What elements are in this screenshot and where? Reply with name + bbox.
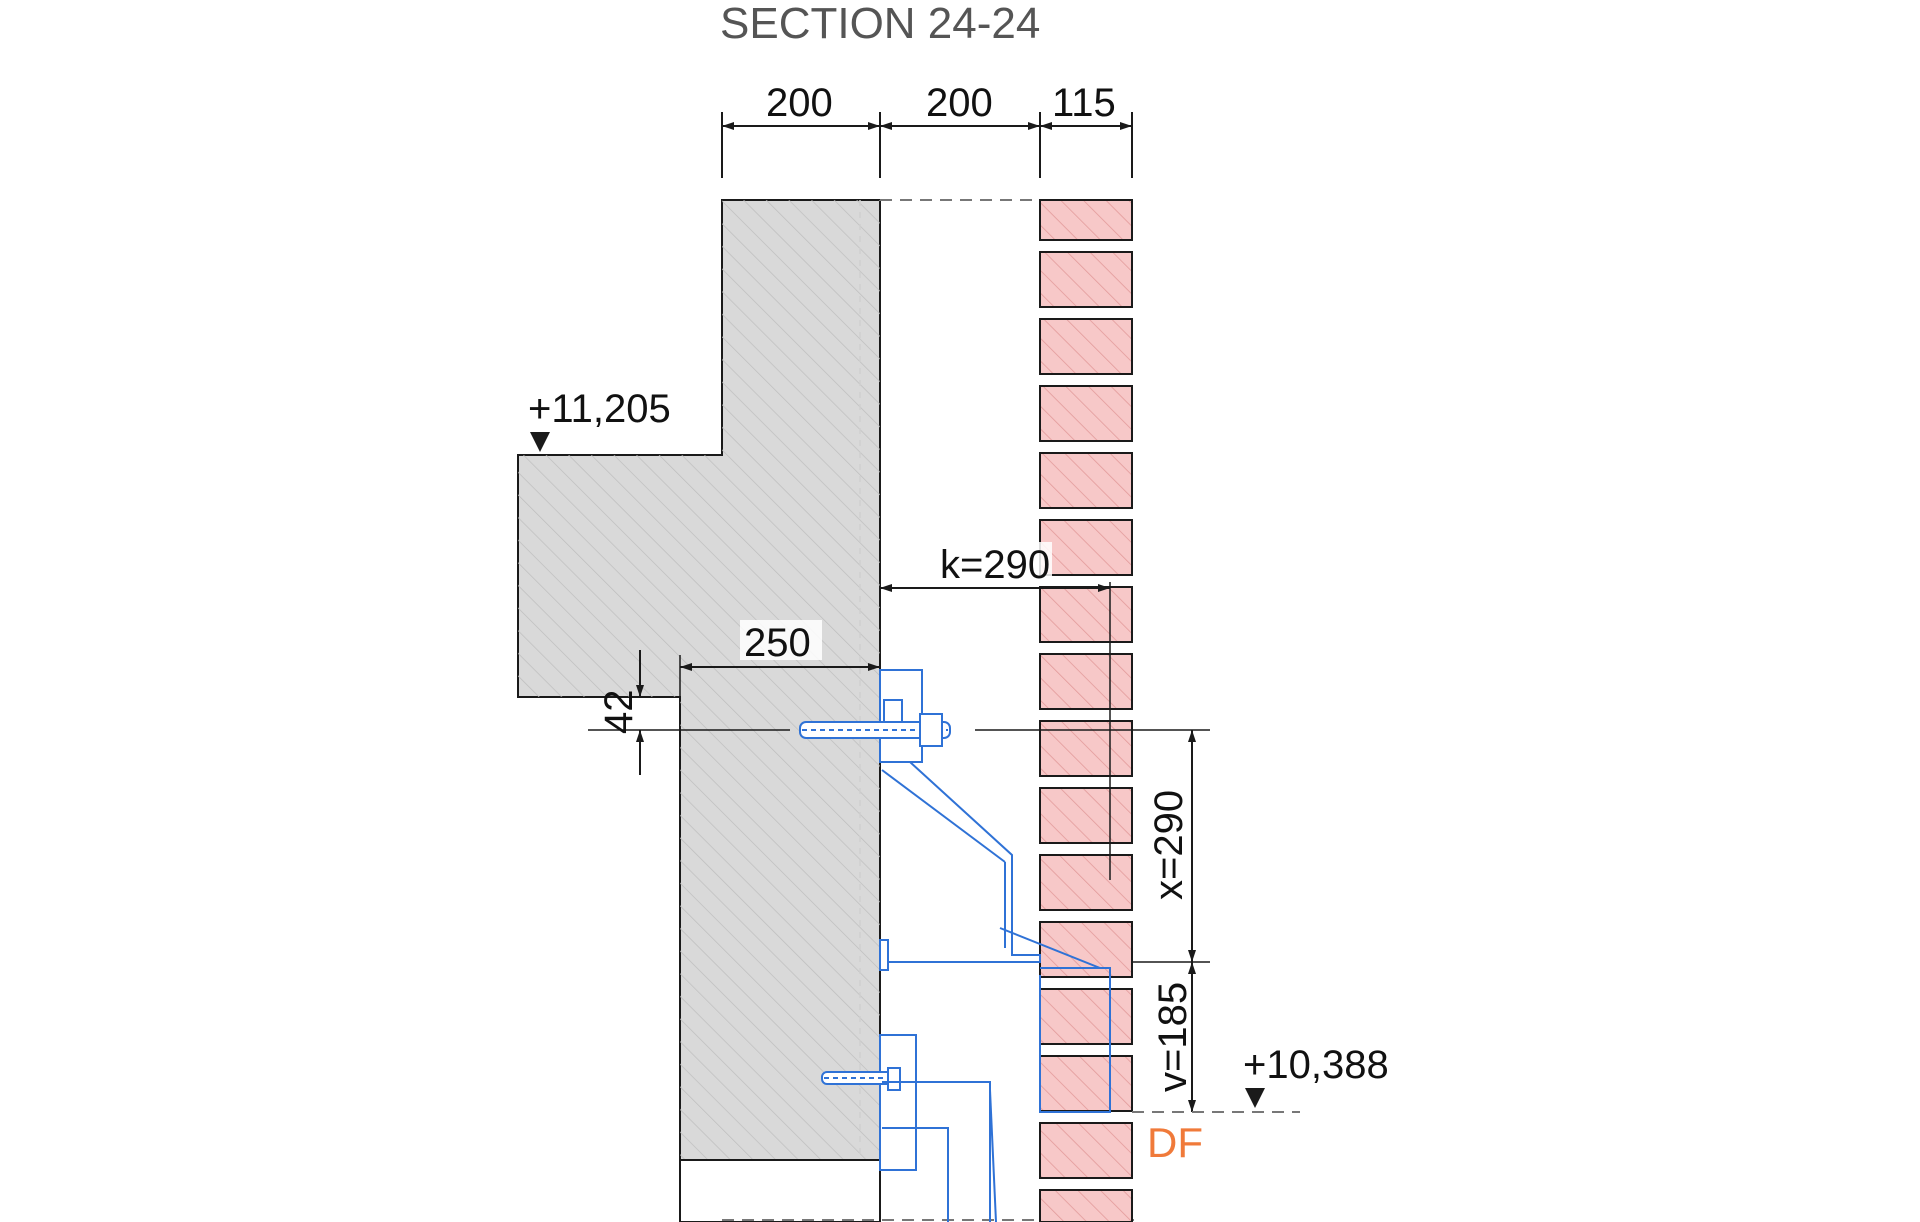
brick-hatch bbox=[1041, 1124, 1131, 1177]
brick-hatch bbox=[1041, 454, 1131, 507]
brick-hatch bbox=[1041, 722, 1131, 775]
brick-hatch bbox=[1041, 990, 1131, 1043]
brick-hatch bbox=[1041, 253, 1131, 306]
brick-veneer bbox=[1039, 199, 1133, 1222]
masonry-support-bracket bbox=[799, 669, 1111, 1222]
brick-hatch bbox=[1041, 856, 1131, 909]
dim-42: 42 bbox=[597, 690, 641, 735]
level-marker-upper bbox=[530, 432, 550, 452]
brick-hatch bbox=[1041, 521, 1131, 574]
dim-k: k=290 bbox=[940, 543, 1050, 587]
brick-hatch bbox=[1041, 201, 1131, 239]
brick-hatch bbox=[1041, 387, 1131, 440]
dim-x: x=290 bbox=[1147, 790, 1191, 900]
brick-hatch bbox=[1041, 655, 1131, 708]
brick-hatch bbox=[1041, 320, 1131, 373]
brick-hatch bbox=[1041, 1191, 1131, 1221]
section-title: SECTION 24-24 bbox=[720, 0, 1040, 48]
dim-top-cavity: 200 bbox=[926, 81, 993, 125]
dimension-lines bbox=[588, 112, 1300, 1113]
brick-hatch bbox=[1041, 1057, 1131, 1110]
dim-v: v=185 bbox=[1151, 982, 1195, 1092]
brick-hatch bbox=[1041, 588, 1131, 641]
level-marker-lower bbox=[1245, 1088, 1265, 1108]
df-label: DF bbox=[1147, 1119, 1203, 1166]
dim-top-concrete: 200 bbox=[766, 81, 833, 125]
dim-250: 250 bbox=[744, 621, 811, 665]
brick-hatch bbox=[1041, 789, 1131, 842]
concrete-structure bbox=[517, 199, 1140, 1222]
level-lower-label: +10,388 bbox=[1243, 1043, 1389, 1087]
dim-top-brick: 115 bbox=[1052, 81, 1116, 125]
level-upper-label: +11,205 bbox=[528, 387, 671, 431]
